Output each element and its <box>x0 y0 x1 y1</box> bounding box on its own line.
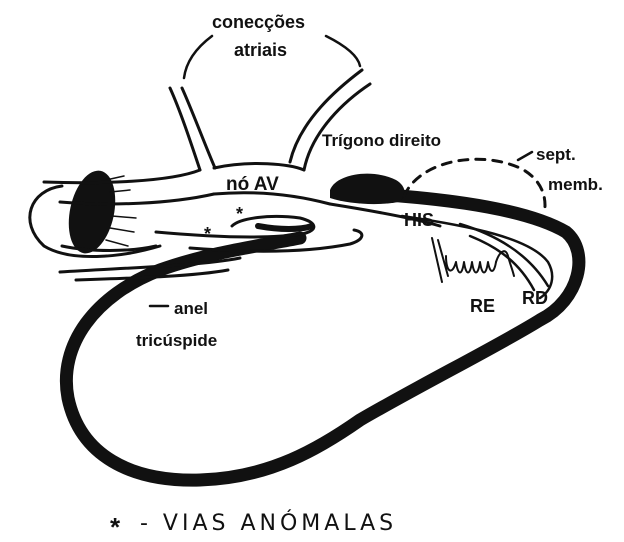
node-accent-bar <box>258 226 312 229</box>
label-septum-line1: sept. <box>536 145 576 164</box>
atrial-label-leader-right <box>326 36 360 66</box>
atrial-connection-left <box>170 88 200 170</box>
label-his: HIS <box>404 210 434 230</box>
septum-pointer <box>518 152 532 160</box>
label-re: RE <box>470 296 495 316</box>
anomalous-marker-2: * <box>236 204 243 224</box>
label-right-trigone: Trígono direito <box>322 131 441 150</box>
atrial-label-leader-left <box>184 36 212 78</box>
label-atrial-connections-line2: atriais <box>234 40 287 60</box>
label-atrial-connections-line1: conecções <box>212 12 305 32</box>
caption-symbol: * <box>110 512 121 542</box>
label-ring-line2: tricúspide <box>136 331 217 350</box>
label-septum-line2: memb. <box>548 175 603 194</box>
label-ring-line1: anel <box>174 299 208 318</box>
label-av-node: nó AV <box>226 174 279 195</box>
atrial-connection-right-inner <box>304 84 370 170</box>
caption-text: - VIAS ANÓMALAS <box>140 510 397 536</box>
right-trigone <box>330 174 405 204</box>
left-black-oval <box>62 166 123 257</box>
av-node-body <box>214 164 304 170</box>
anomalous-marker-1: * <box>204 224 211 244</box>
label-rd: RD <box>522 288 548 308</box>
